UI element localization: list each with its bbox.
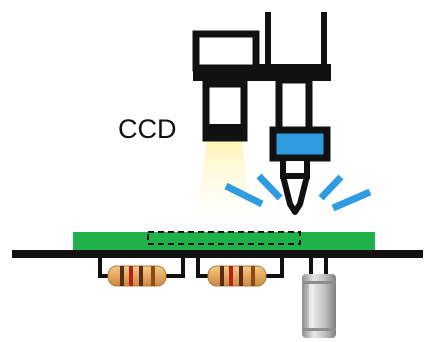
resistor-2-body — [207, 265, 267, 287]
capacitor-icon — [302, 258, 336, 338]
resistor-2-band-4 — [251, 266, 255, 286]
ccd-camera-body — [192, 30, 260, 72]
spray-lines — [224, 173, 372, 212]
capacitor-highlight — [309, 284, 314, 328]
resistor-icon — [98, 258, 185, 287]
pcb-base-line — [12, 250, 423, 258]
pcb-green-board — [73, 232, 375, 252]
ccd-light-beam — [197, 140, 250, 214]
resistor-2-band-1 — [220, 266, 224, 286]
resistor-1-body — [107, 265, 167, 287]
resistor-2-band-2 — [229, 266, 233, 286]
spray-line-left-inner — [256, 173, 283, 201]
pcb-board-icon — [12, 231, 423, 258]
resistor-1-band-2 — [129, 266, 133, 286]
resistor-1-band-1 — [120, 266, 124, 286]
gantry-right-rail — [321, 12, 327, 80]
ccd-label: CCD — [118, 114, 177, 144]
resistor-1-band-3 — [139, 266, 143, 286]
dispensing-nozzle-icon — [269, 76, 331, 215]
spray-line-left-outer — [224, 182, 264, 208]
pcb-dispense-region — [147, 231, 301, 245]
spray-line-right-inner — [318, 174, 344, 201]
ccd-camera-icon — [192, 30, 260, 142]
resistor-icon — [196, 258, 284, 287]
nozzle-tip — [280, 173, 310, 215]
nozzle-barrel — [275, 76, 313, 134]
nozzle-blue-collar — [269, 126, 331, 162]
capacitor-bottom-ring — [302, 328, 336, 331]
resistor-2-band-3 — [239, 266, 243, 286]
gantry-left-rail — [265, 12, 271, 80]
spray-line-right-outer — [331, 188, 372, 212]
capacitor-top-ring — [302, 281, 336, 284]
resistor-1-band-4 — [151, 266, 155, 286]
ccd-lens-rim — [206, 124, 244, 140]
